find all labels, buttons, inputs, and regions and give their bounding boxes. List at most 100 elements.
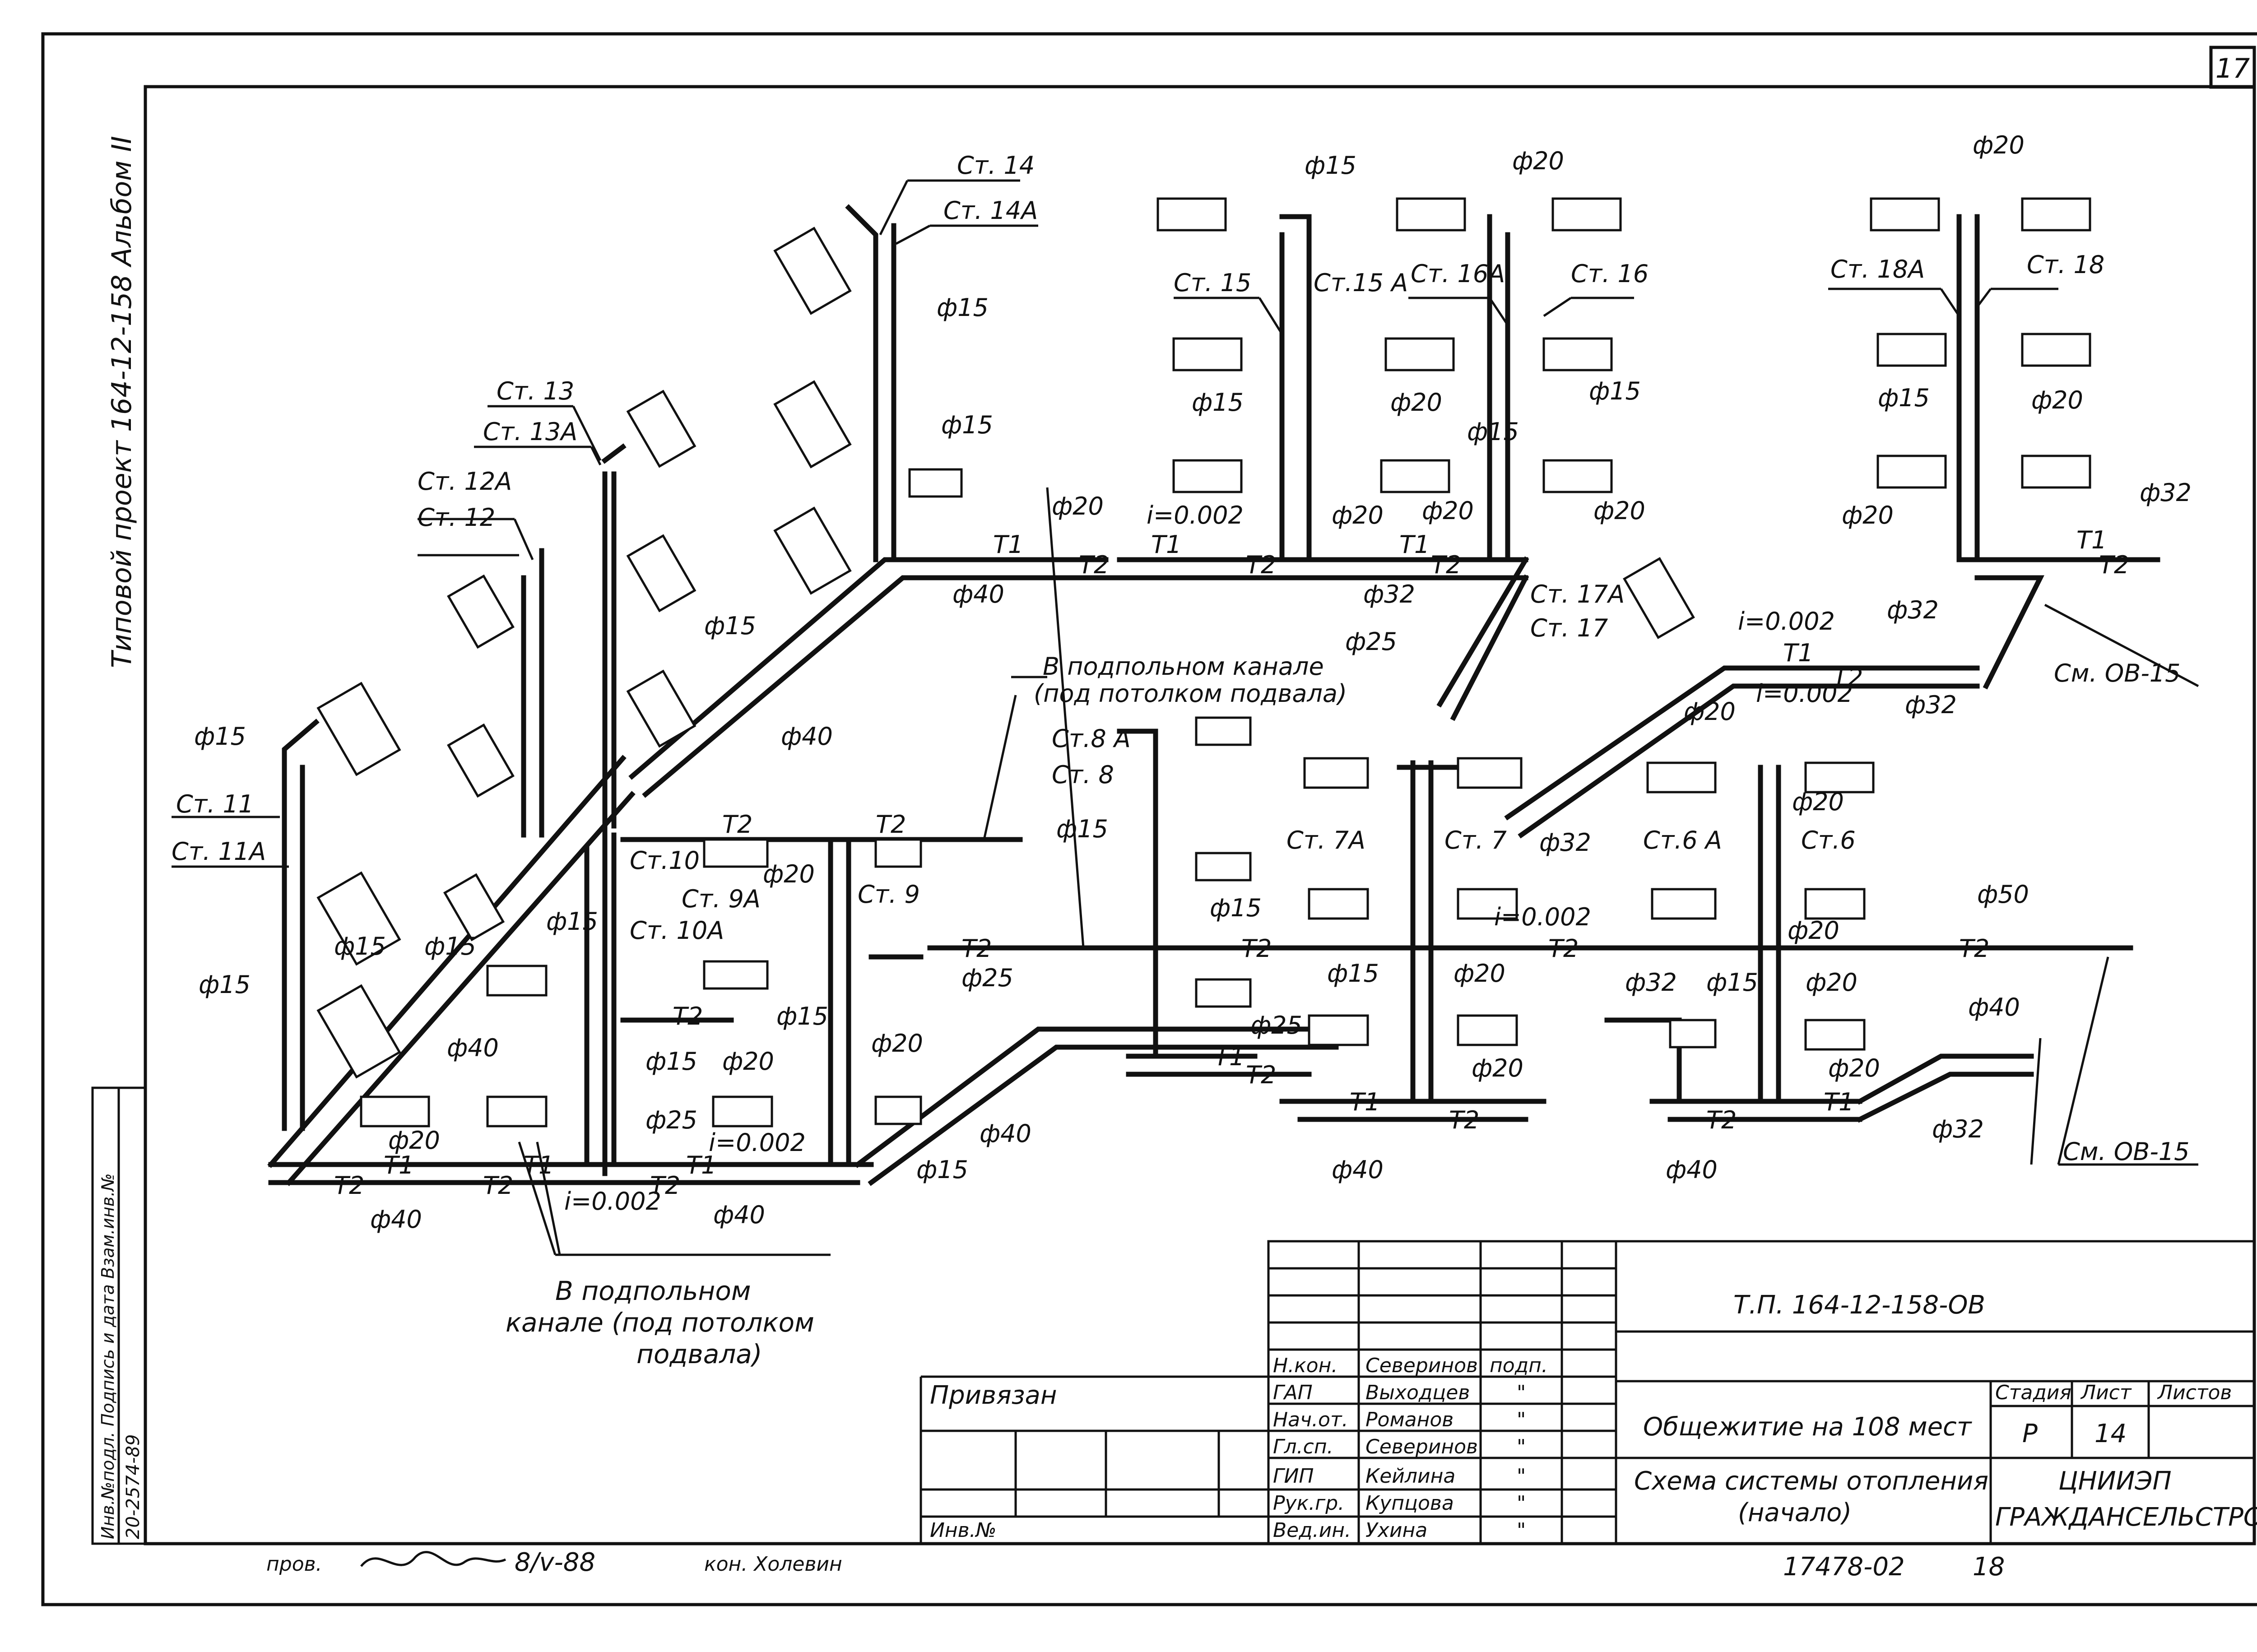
riser-label-st6: Ст.6 bbox=[1801, 826, 1856, 854]
piping-centre bbox=[1117, 665, 2133, 1123]
riser-label-st14a: Ст. 14А bbox=[943, 196, 1038, 225]
person-name: Северинов bbox=[1365, 1435, 1478, 1458]
slope-label: i=0.002 bbox=[709, 1128, 806, 1157]
diameter-label: ф40 bbox=[952, 580, 1004, 608]
diameter-label: ф32 bbox=[1932, 1115, 1984, 1143]
pipe-label-t1: Т1 bbox=[1399, 530, 1430, 559]
organization-line1: ЦНИИЭП bbox=[2058, 1466, 2172, 1496]
pipe-label-t2: Т2 bbox=[1548, 934, 1579, 963]
pipe-label-t2: Т2 bbox=[722, 810, 752, 839]
signature-mark: " bbox=[1517, 1492, 1526, 1515]
diameter-label: ф15 bbox=[1056, 815, 1108, 843]
diameter-label: ф20 bbox=[871, 1029, 923, 1058]
diameter-label: ф15 bbox=[1878, 384, 1930, 412]
signature-scribble bbox=[360, 1551, 506, 1567]
bound-label: Привязан bbox=[930, 1381, 1057, 1410]
diameter-label: ф25 bbox=[1250, 1011, 1302, 1039]
diameter-label: ф40 bbox=[1332, 1155, 1384, 1184]
pipe-label-t2: Т2 bbox=[673, 1002, 703, 1030]
signature-mark: " bbox=[1517, 1519, 1526, 1542]
diameter-labels: ф15 ф20 ф20 ф15 ф15 ф15 ф20 ф15 ф15 ф15 … bbox=[194, 131, 2192, 1234]
title-block: Т.П. 164-12-158-ОВ Привязан Инв.№ Общежи… bbox=[920, 1240, 2257, 1545]
sheets-header: Листов bbox=[2157, 1381, 2232, 1404]
diameter-label: ф15 bbox=[1327, 959, 1379, 988]
diameter-label: ф15 bbox=[1305, 151, 1356, 180]
diameter-label: ф15 bbox=[334, 932, 386, 961]
left-stamp-number: 20-2574-89 bbox=[123, 1434, 144, 1539]
riser-label-st17a: Ст. 17А bbox=[1530, 580, 1625, 608]
left-stamp-headers: Инв.№подл. Подпись и дата Взам.инв.№ bbox=[98, 1173, 118, 1539]
sheet-number-box bbox=[2209, 46, 2256, 89]
person-name: Выходцев bbox=[1365, 1381, 1470, 1404]
pipe-label-t1: Т1 bbox=[2076, 526, 2107, 554]
role-label: ГИП bbox=[1273, 1465, 1314, 1488]
role-label: Нач.от. bbox=[1273, 1408, 1348, 1431]
pipe-label-t2: Т2 bbox=[1431, 551, 1461, 579]
diameter-label: ф20 bbox=[1454, 959, 1505, 988]
diameter-label: ф15 bbox=[941, 411, 993, 439]
person-name: Северинов bbox=[1365, 1354, 1478, 1377]
diameter-label: ф32 bbox=[1625, 968, 1677, 997]
person-name: Купцова bbox=[1365, 1492, 1454, 1515]
sheet-value: 14 bbox=[2094, 1419, 2127, 1448]
person-name: Кейлина bbox=[1365, 1465, 1455, 1488]
sheet-number: 17 bbox=[2215, 53, 2250, 84]
piping-north bbox=[1117, 214, 2160, 721]
diameter-label: ф15 bbox=[1192, 388, 1244, 417]
diameter-label: ф20 bbox=[1422, 497, 1474, 525]
diameter-label: ф20 bbox=[722, 1047, 774, 1076]
diameter-label: ф20 bbox=[388, 1126, 440, 1155]
diameter-label: ф15 bbox=[1210, 894, 1262, 922]
signature-mark: " bbox=[1517, 1435, 1526, 1458]
diameter-label: ф20 bbox=[2031, 386, 2083, 414]
channel-note-bottom-line2: канале (под потолком bbox=[506, 1307, 814, 1338]
diameter-label: ф20 bbox=[1332, 501, 1384, 529]
diameter-label: ф32 bbox=[1887, 596, 1939, 624]
diameter-label: ф20 bbox=[1472, 1054, 1523, 1082]
diameter-label: ф15 bbox=[199, 970, 251, 999]
signature-mark: " bbox=[1517, 1465, 1526, 1488]
pipe-label-t2: Т2 bbox=[1246, 551, 1276, 579]
slope-label: i=0.002 bbox=[1756, 679, 1853, 708]
pipe-label-t2: Т2 bbox=[1246, 1061, 1276, 1089]
diameter-label: ф15 bbox=[916, 1155, 968, 1184]
pipe-label-t2: Т2 bbox=[1449, 1106, 1479, 1134]
side-title: Типовой проект 164-12-158 Альбом II bbox=[106, 136, 138, 668]
diameter-label: ф20 bbox=[1973, 131, 2025, 159]
pipe-label-t2: Т2 bbox=[650, 1171, 680, 1200]
checked-by-label: пров. bbox=[266, 1553, 322, 1576]
riser-label-st7: Ст. 7 bbox=[1444, 826, 1507, 854]
pipe-label-t1: Т1 bbox=[1783, 639, 1813, 667]
pipe-label-t2: Т2 bbox=[961, 934, 992, 963]
pipe-label-t1: Т1 bbox=[1350, 1088, 1380, 1116]
signature-mark: " bbox=[1517, 1381, 1526, 1404]
diameter-label: ф20 bbox=[1788, 916, 1839, 945]
drawing-title-line2: (начало) bbox=[1738, 1498, 1852, 1527]
slope-label: i=0.002 bbox=[1494, 903, 1591, 931]
diameter-label: ф15 bbox=[1589, 377, 1641, 405]
diameter-label: ф50 bbox=[1977, 880, 2029, 909]
diameter-label: ф15 bbox=[1706, 968, 1758, 997]
riser-label-st13: Ст. 13 bbox=[497, 377, 574, 405]
role-label: Гл.сп. bbox=[1273, 1435, 1333, 1458]
pipe-label-t2: Т2 bbox=[876, 810, 906, 839]
riser-label-st7a: Ст. 7А bbox=[1286, 826, 1365, 854]
slope-label: i=0.002 bbox=[1147, 501, 1244, 529]
role-label: Н.кон. bbox=[1273, 1354, 1337, 1377]
building-name: Общежитие на 108 мест bbox=[1643, 1412, 1972, 1442]
diameter-label: ф15 bbox=[424, 932, 476, 961]
channel-note-bottom-line1: В подпольном bbox=[555, 1276, 751, 1306]
diameter-label: ф32 bbox=[1363, 580, 1415, 608]
riser-label-st15a: Ст.15 А bbox=[1314, 269, 1408, 297]
pipe-label-t1: Т1 bbox=[1214, 1043, 1245, 1071]
channel-note-bottom-line3: подвала) bbox=[636, 1339, 762, 1369]
riser-label-st11: Ст. 11 bbox=[176, 790, 254, 818]
diameter-label: ф20 bbox=[1512, 147, 1564, 175]
pipe-label-t2: Т2 bbox=[334, 1171, 364, 1200]
pipe-labels: Т1 Т2 Т1 Т2 Т1 Т2 Т1 Т2 Т1 Т2 Т2 Т2 Т2 Т… bbox=[334, 501, 2129, 1216]
see-ov15-note: См. ОВ-15 bbox=[2063, 1137, 2190, 1166]
slope-label: i=0.002 bbox=[1738, 607, 1835, 636]
role-label: Рук.гр. bbox=[1273, 1492, 1344, 1515]
pipe-label-t2: Т2 bbox=[1833, 664, 1863, 692]
riser-label-st10: Ст.10 bbox=[630, 846, 700, 875]
